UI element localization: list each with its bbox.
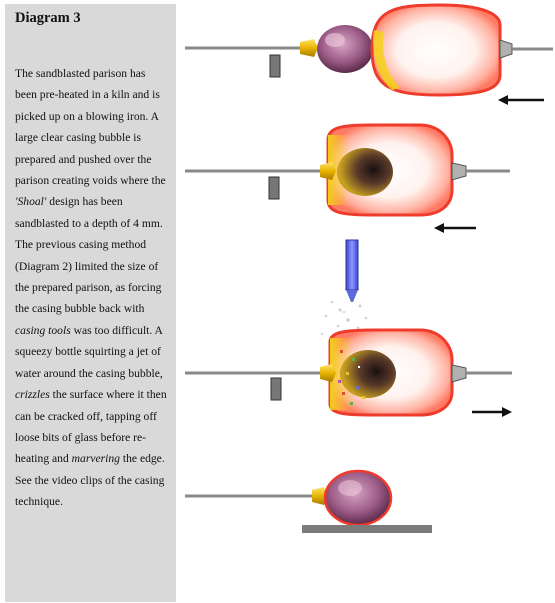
caption-part-2: design has been sandblasted to a depth o… (15, 195, 163, 315)
step-4-marvering (185, 471, 432, 533)
caption-part-5: the edge. (120, 452, 165, 465)
bubble-neck (452, 163, 466, 180)
video-note: See the video clips of the casing techni… (15, 474, 164, 508)
caption-panel: Diagram 3 The sandblasted parison has be… (5, 4, 176, 602)
arrowhead (502, 407, 512, 417)
parison-cased (337, 148, 393, 196)
parison-highlight (325, 33, 345, 47)
marver-plate (302, 525, 432, 533)
caption-part-1: The sandblasted parison has been pre-hea… (15, 67, 166, 187)
water-bottle-nozzle (346, 240, 358, 290)
iron-collar (300, 39, 318, 57)
marvering-term: marvering (72, 452, 120, 465)
iron-rest (269, 177, 279, 199)
iron-rest (271, 378, 281, 400)
shoal-term: 'Shoal' (15, 195, 46, 208)
parison-highlight (338, 480, 362, 496)
step-1-casing-bubble-pushed (185, 5, 553, 105)
arrowhead (498, 95, 508, 105)
casing-tools-term: casing tools (15, 324, 71, 337)
water-jet-tip (346, 290, 358, 302)
iron-rest (270, 55, 280, 77)
caption-text: The sandblasted parison has been pre-hea… (15, 63, 167, 513)
cased-parison (325, 471, 391, 525)
crizzles-term: crizzles (15, 388, 50, 401)
bubble-neck (452, 365, 466, 382)
glass-casing-diagram (182, 0, 555, 603)
step-2-bubble-over-parison (185, 125, 510, 233)
parison (317, 25, 373, 73)
diagram-title: Diagram 3 (15, 10, 167, 27)
bubble-neck (500, 40, 512, 58)
step-3-water-jet-crizzle (185, 240, 512, 417)
arrowhead (434, 223, 444, 233)
